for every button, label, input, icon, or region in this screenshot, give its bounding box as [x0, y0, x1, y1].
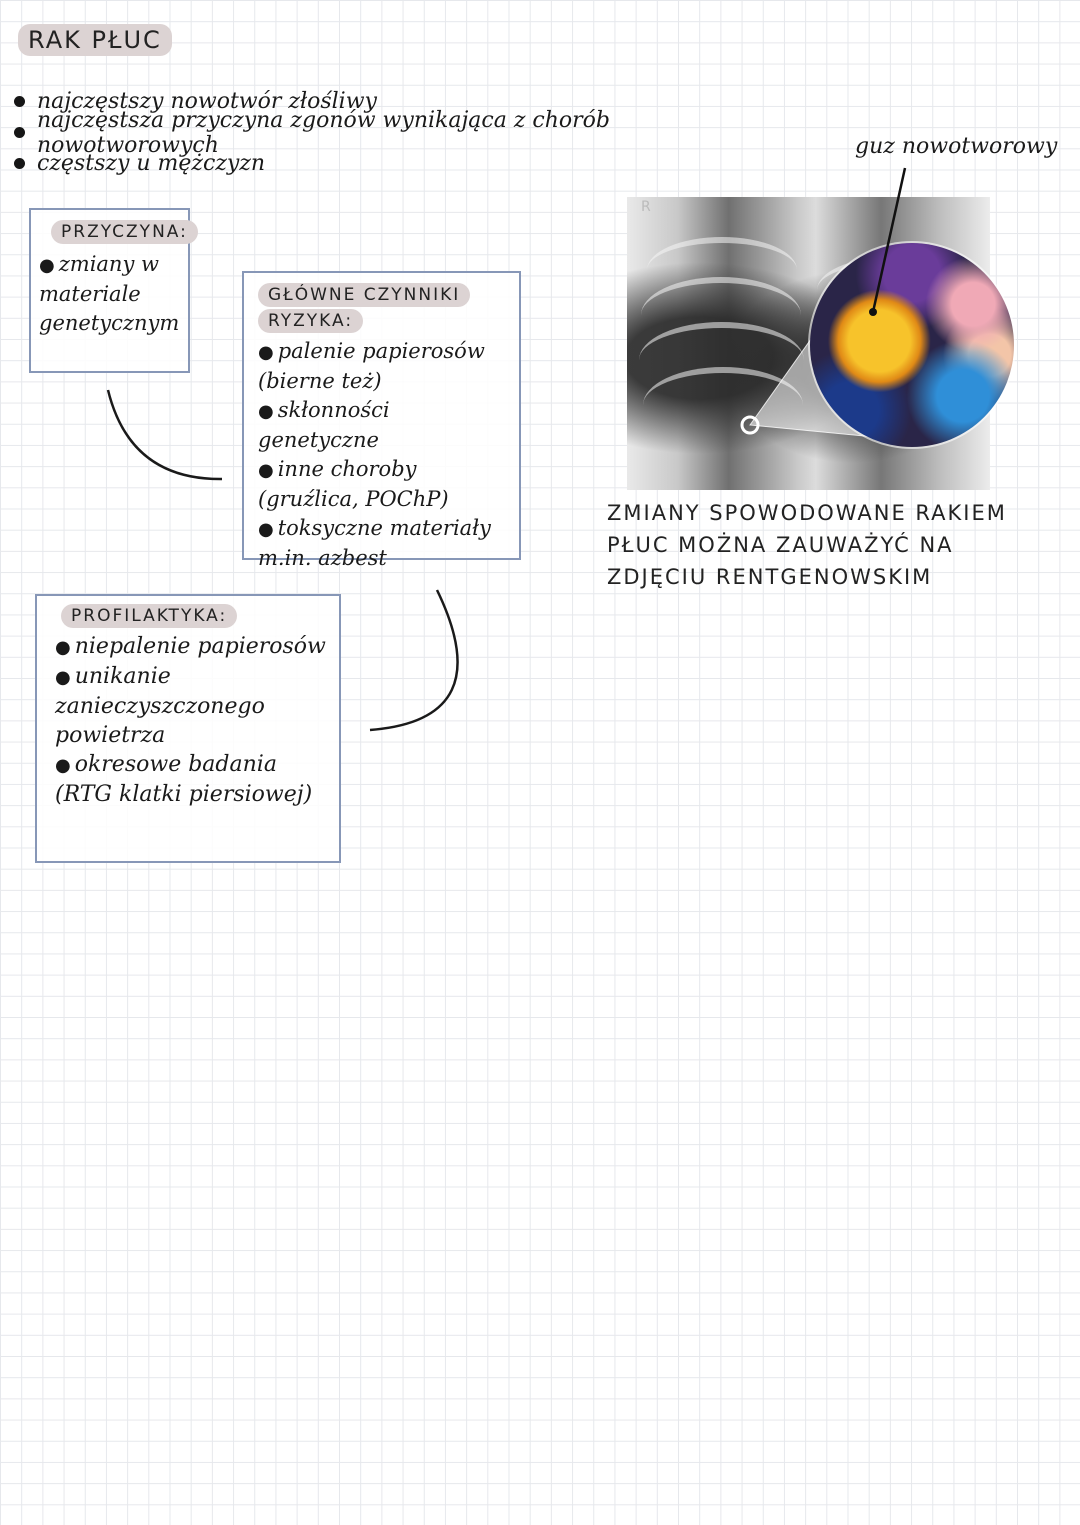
list-item: częstszy u mężczyzn	[14, 148, 794, 179]
bullet-dot-icon	[14, 96, 25, 107]
risk-factors-box: GŁÓWNE CZYNNIKI RYZYKA: ●palenie papiero…	[242, 271, 521, 570]
xray-marker: R	[641, 199, 651, 215]
tumor-magnified-image	[810, 243, 1014, 447]
list-item: ●toksyczne materiały m.in. azbest	[258, 516, 491, 570]
intro-bullet-list: najczęstszy nowotwór złośliwy najczęstsz…	[14, 86, 794, 179]
list-item: ●skłonności genetyczne	[258, 398, 390, 452]
list-item: ●inne choroby (gruźlica, POChP)	[258, 457, 449, 511]
list-item: ●zmiany w materiale genetycznym	[39, 252, 180, 335]
page-title: RAK PŁUC	[18, 24, 172, 56]
prevention-heading: PROFILAKTYKA:	[55, 604, 238, 628]
cause-box: PRZYCZYNA: ●zmiany w materiale genetyczn…	[29, 208, 198, 373]
list-item: ●palenie papierosów (bierne też)	[258, 339, 485, 393]
bullet-dot-icon	[14, 127, 25, 138]
list-item: ●niepalenie papierosów	[55, 634, 326, 659]
risk-heading-2: RYZYKA:	[258, 309, 364, 333]
xray-caption: ZMIANY SPOWODOWANE RAKIEM PŁUC MOŻNA ZAU…	[607, 501, 1007, 589]
risk-heading: GŁÓWNE CZYNNIKI	[258, 283, 471, 307]
bullet-dot-icon	[14, 158, 25, 169]
list-item: najczęstszy nowotwór złośliwy	[14, 86, 794, 117]
list-item: ●okresowe badania (RTG klatki piersiowej…	[55, 752, 313, 807]
tumor-label: guz nowotworowy	[855, 134, 1058, 159]
connector-cause-risk	[106, 389, 223, 481]
list-item: najczęstsza przyczyna zgonów wynikająca …	[14, 108, 794, 158]
connector-risk-prevention	[369, 589, 459, 732]
prevention-box: PROFILAKTYKA: ●niepalenie papierosów ●un…	[35, 594, 341, 863]
list-item: ●unikanie zanieczyszczonego powietrza	[55, 664, 265, 748]
cause-heading: PRZYCZYNA:	[39, 220, 198, 244]
